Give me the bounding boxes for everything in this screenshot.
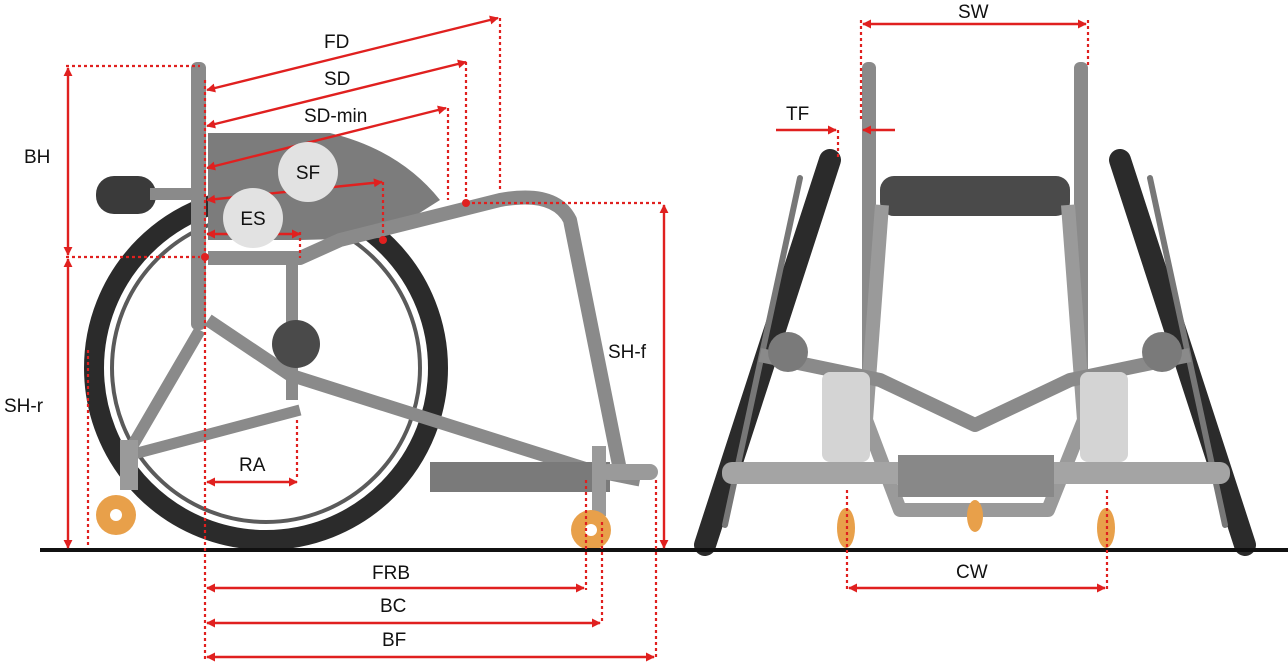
label-fd: FD <box>324 32 349 53</box>
front-view <box>694 62 1256 556</box>
anti-tip-caster-hub <box>110 509 122 521</box>
label-ra: RA <box>239 455 266 476</box>
seat-rail <box>208 190 627 472</box>
side-view <box>84 62 658 550</box>
left-caster-housing <box>822 372 870 462</box>
center-caster <box>967 500 983 532</box>
label-sh-f: SH-f <box>608 342 647 363</box>
foot-plate <box>430 462 610 492</box>
label-bh: BH <box>24 147 50 168</box>
sd-min-arrow <box>206 105 447 171</box>
anti-tip-arm <box>128 404 302 461</box>
dimension-labels: FD SD SD-min BH SF ES SH-r RA SH-f FRB B… <box>4 2 989 651</box>
label-bf: BF <box>382 630 406 651</box>
front-bumper-tip <box>600 464 658 480</box>
label-sh-r: SH-r <box>4 396 44 417</box>
front-caster-fork <box>592 446 606 516</box>
label-es: ES <box>240 209 265 230</box>
rear-wheel-tire <box>84 186 448 550</box>
right-caster-housing <box>1080 372 1128 462</box>
axle-hub <box>272 320 320 368</box>
right-axle-hub <box>1142 332 1182 372</box>
label-sf: SF <box>296 163 320 184</box>
sf-marker <box>278 142 338 202</box>
footrest-plate <box>898 455 1054 497</box>
es-marker <box>223 188 283 248</box>
rear-bumper-bar <box>150 188 195 200</box>
label-sd-min: SD-min <box>304 106 367 127</box>
label-sw: SW <box>958 2 989 23</box>
fd-arrow <box>206 15 499 93</box>
label-cw: CW <box>956 562 988 583</box>
backrest-post <box>191 62 206 330</box>
dimension-guides <box>66 18 1109 660</box>
dimension-markers <box>201 199 470 261</box>
front-caster-hub <box>585 524 597 536</box>
left-axle-hub <box>768 332 808 372</box>
backrest-roll <box>880 176 1070 216</box>
label-tf: TF <box>786 104 809 125</box>
rear-strut <box>124 326 206 454</box>
label-sd: SD <box>324 69 350 90</box>
label-frb: FRB <box>372 563 410 584</box>
anti-tip-bracket <box>120 440 138 490</box>
label-bc: BC <box>380 596 406 617</box>
rear-bumper-roll <box>96 176 156 214</box>
cross-brace <box>758 348 1192 432</box>
